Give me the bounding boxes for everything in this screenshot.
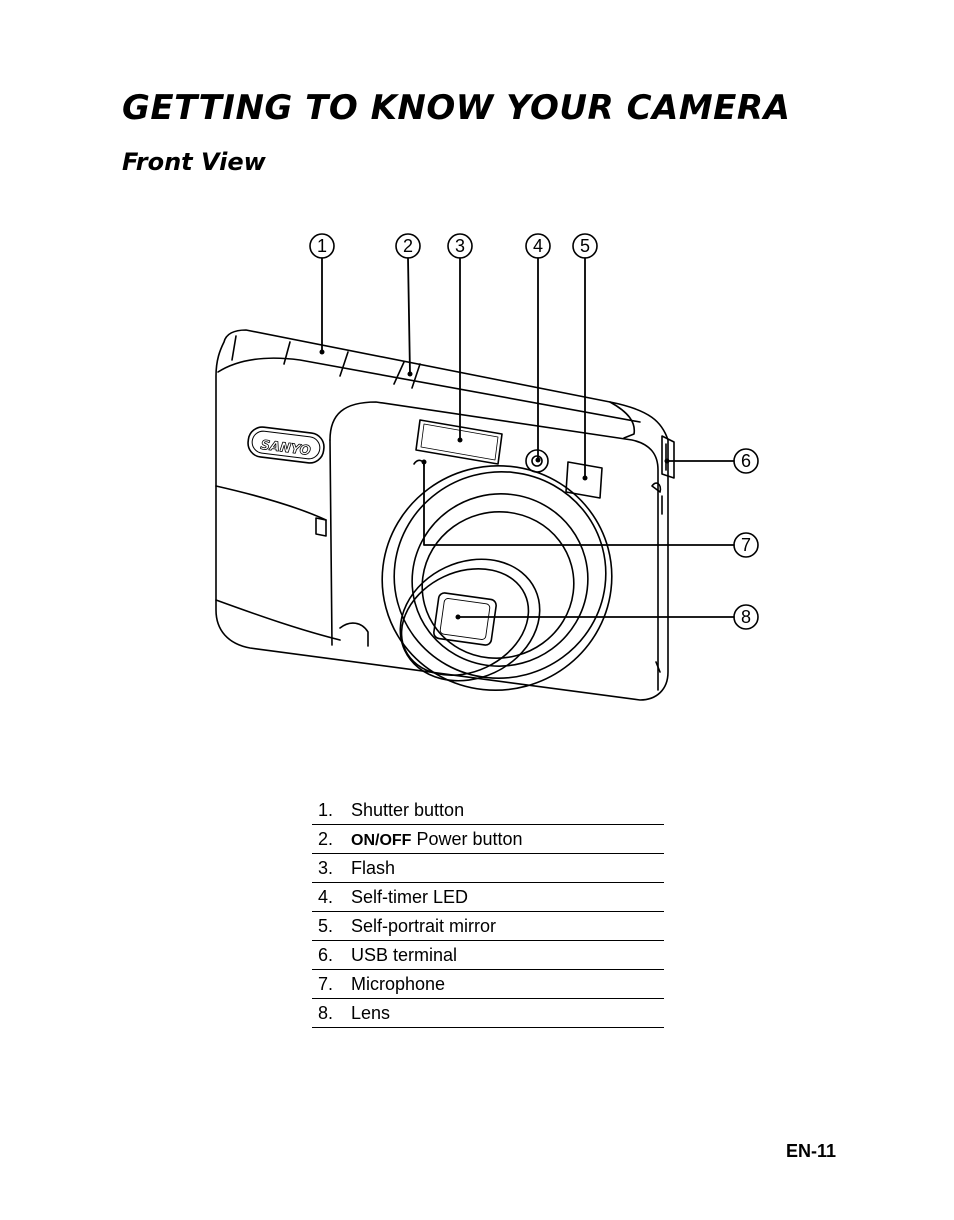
table-row: 4. Self-timer LED [312, 882, 664, 912]
table-row: 6. USB terminal [312, 940, 664, 970]
callout-3: 3 [447, 233, 473, 259]
callout-dots [319, 349, 670, 620]
part-number: 6. [312, 940, 351, 970]
svg-text:7: 7 [741, 535, 751, 555]
svg-text:1: 1 [317, 236, 327, 256]
lens-barrel [381, 464, 613, 692]
section-subtitle: Front View [122, 148, 266, 176]
table-row: 1. Shutter button [312, 796, 664, 825]
camera-front-diagram: SANYO [215, 233, 759, 701]
callout-1: 1 [309, 233, 335, 259]
on-off-label: ON/OFF [351, 831, 412, 849]
self-portrait-mirror [565, 461, 603, 499]
lens-glass [433, 592, 497, 646]
svg-text:5: 5 [580, 236, 590, 256]
parts-list-table: 1. Shutter button 2. ON/OFF Power button… [312, 796, 664, 1028]
part-label: USB terminal [351, 940, 664, 970]
svg-text:6: 6 [741, 451, 751, 471]
part-number: 2. [312, 824, 351, 854]
part-label: Microphone [351, 969, 664, 999]
part-number: 5. [312, 911, 351, 941]
svg-text:SANYO: SANYO [260, 438, 312, 459]
callout-6: 6 [733, 448, 759, 474]
callout-7: 7 [733, 532, 759, 558]
part-label: Self-portrait mirror [351, 911, 664, 941]
part-label: Shutter button [351, 796, 664, 825]
camera-body [215, 329, 675, 701]
part-number: 8. [312, 998, 351, 1028]
svg-text:3: 3 [455, 236, 465, 256]
page-number: EN-11 [786, 1141, 837, 1161]
svg-text:2: 2 [403, 236, 413, 256]
part-number: 3. [312, 853, 351, 883]
page-title: GETTING TO KNOW YOUR CAMERA [122, 88, 791, 128]
callout-5: 5 [572, 233, 598, 259]
table-row: 7. Microphone [312, 969, 664, 999]
flash-window [415, 419, 503, 465]
sanyo-logo: SANYO [247, 426, 325, 464]
callout-8: 8 [733, 604, 759, 630]
table-row: 8. Lens [312, 998, 664, 1028]
table-row: 3. Flash [312, 853, 664, 883]
table-row: 2. ON/OFF Power button [312, 824, 664, 854]
callout-leader-lines [321, 257, 735, 618]
part-label: Flash [351, 853, 664, 883]
part-label: Self-timer LED [351, 882, 664, 912]
svg-text:8: 8 [741, 607, 751, 627]
callout-4: 4 [525, 233, 551, 259]
part-label: ON/OFF Power button [351, 824, 664, 854]
part-number: 7. [312, 969, 351, 999]
table-row: 5. Self-portrait mirror [312, 911, 664, 941]
svg-text:4: 4 [533, 236, 543, 256]
part-label: Lens [351, 998, 664, 1028]
callout-2: 2 [395, 233, 421, 259]
part-number: 4. [312, 882, 351, 912]
part-number: 1. [312, 796, 351, 825]
